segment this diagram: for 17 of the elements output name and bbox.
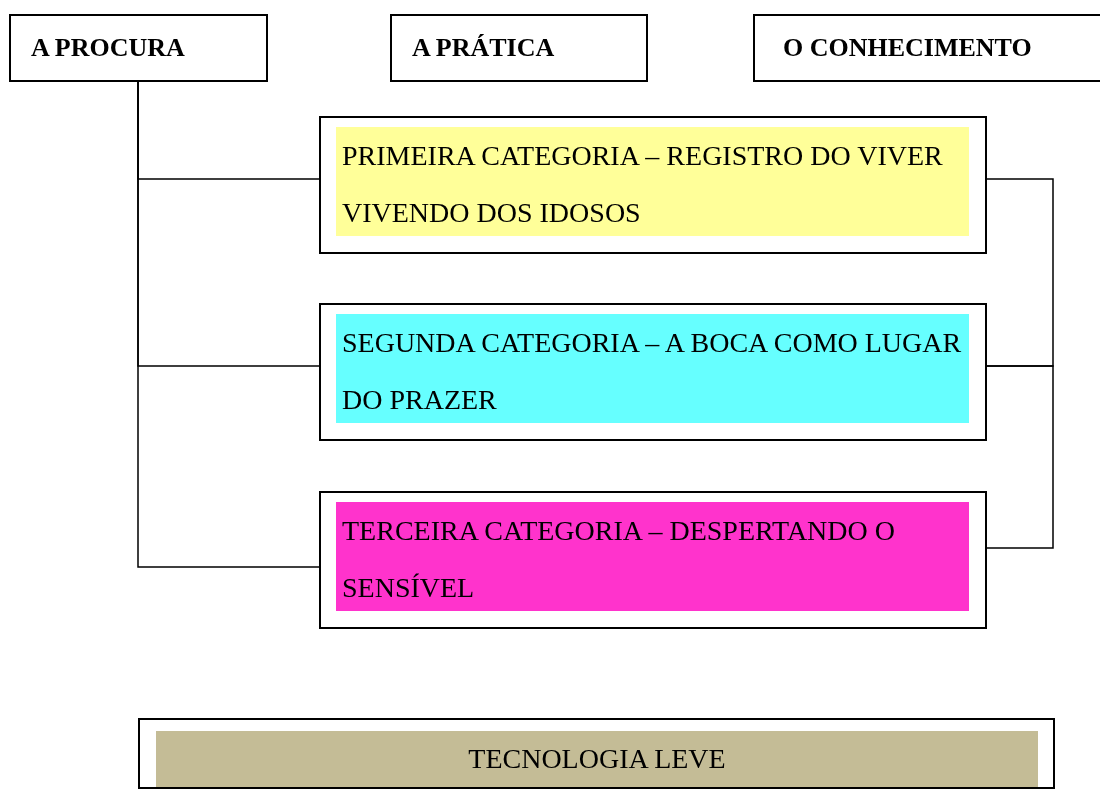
heading-box bbox=[390, 14, 648, 82]
footer-box bbox=[138, 718, 1055, 789]
category-text: SEGUNDA CATEGORIA – A BOCA COMO LUGAR DO PRAZER bbox=[341, 326, 963, 417]
category-box bbox=[319, 303, 987, 441]
connector-line bbox=[986, 178, 1054, 367]
connector-line bbox=[137, 81, 320, 568]
category-text: PRIMEIRA CATEGORIA – REGISTRO DO VIVER VIVENDO DOS IDOSOS bbox=[341, 139, 944, 230]
connector-line bbox=[986, 365, 1054, 549]
category-box bbox=[319, 116, 987, 254]
category-text: TECNOLOGIA LEVE bbox=[467, 742, 727, 776]
category-box bbox=[319, 491, 987, 629]
category-text: TERCEIRA CATEGORIA – DESPERTANDO O SENSÍVEL bbox=[341, 514, 896, 605]
heading-text: A PROCURA bbox=[31, 33, 185, 63]
heading-box bbox=[753, 14, 1100, 82]
heading-box bbox=[9, 14, 268, 82]
heading-text: O CONHECIMENTO bbox=[783, 33, 1032, 63]
heading-text: A PRÁTICA bbox=[412, 33, 555, 63]
